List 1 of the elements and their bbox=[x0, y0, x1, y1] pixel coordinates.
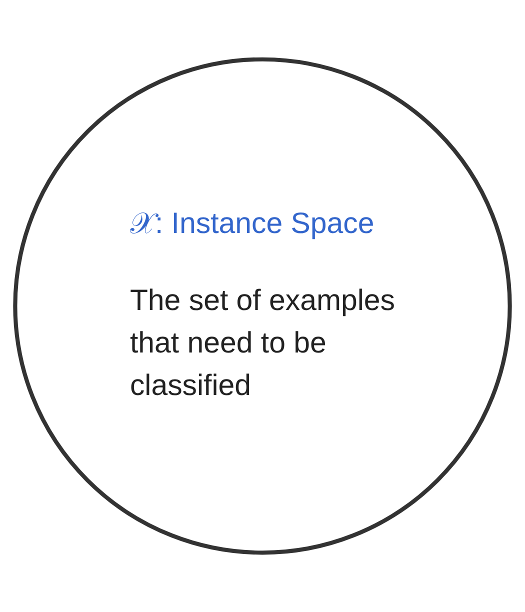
node-circle: 𝒳: Instance Space The set of examples that need to be classified bbox=[13, 57, 512, 555]
